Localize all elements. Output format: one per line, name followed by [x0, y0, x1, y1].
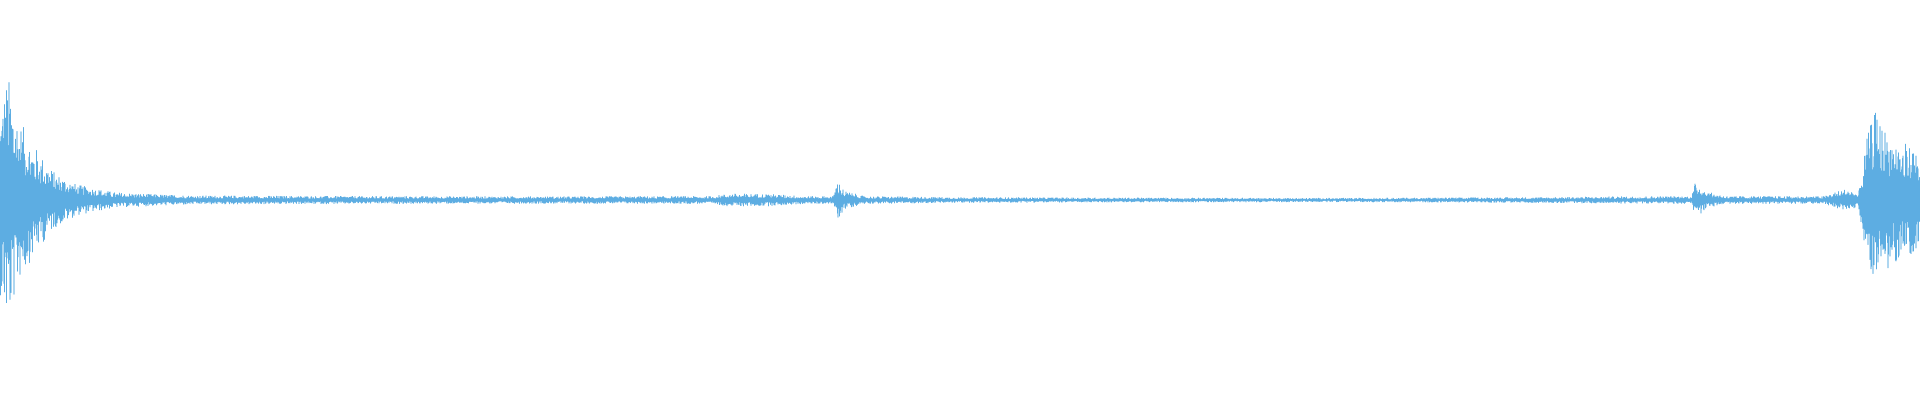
waveform-trace: [0, 82, 1920, 303]
